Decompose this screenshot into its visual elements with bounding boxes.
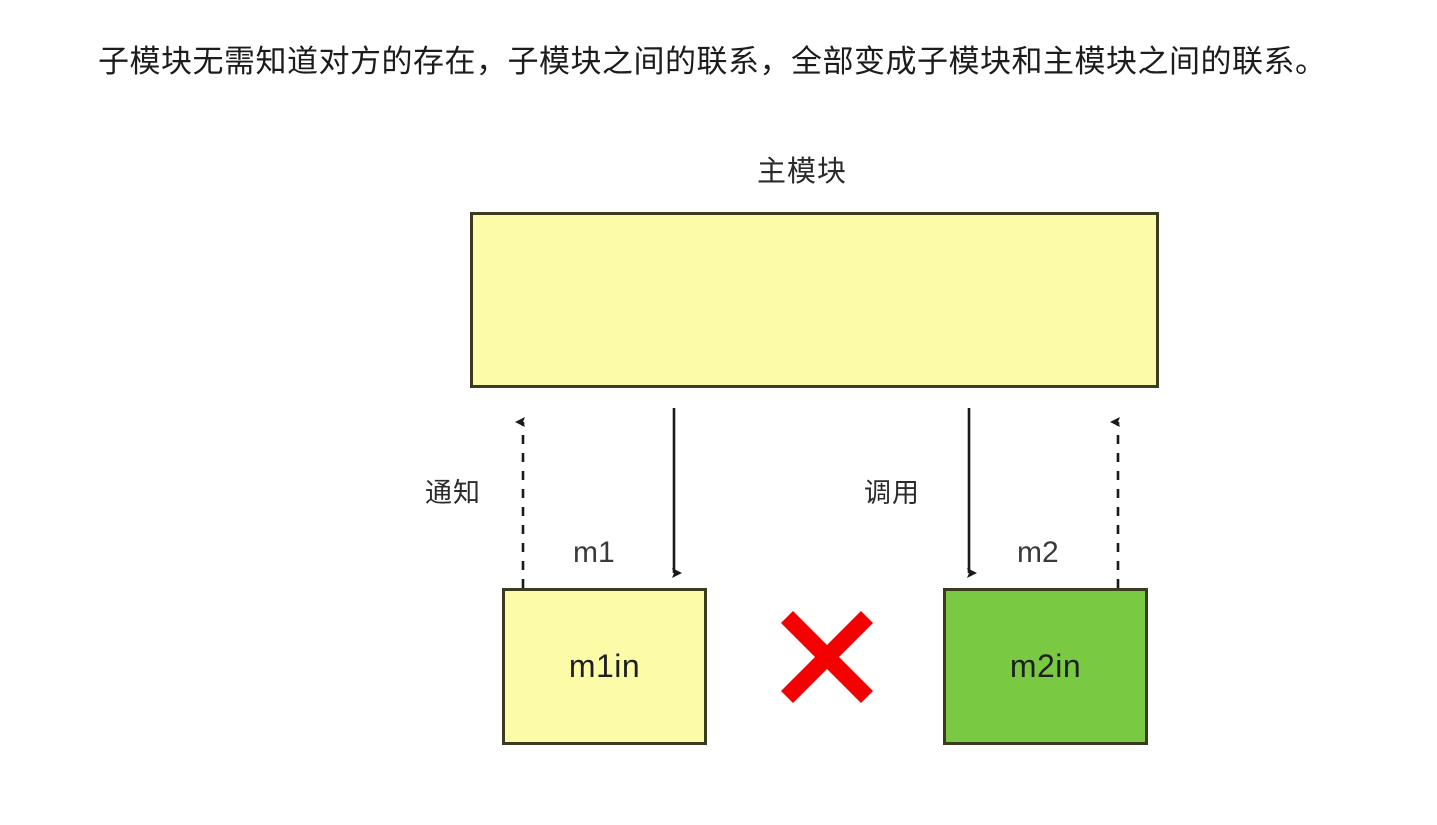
main-module-caption: 主模块 <box>757 156 848 188</box>
page-title: 子模块无需知道对方的存在，子模块之间的联系，全部变成子模块和主模块之间的联系。 <box>98 44 1327 79</box>
submodule-box-m2in: m2in <box>943 588 1148 745</box>
submodule-name-m1: m1 <box>573 536 615 569</box>
arrow-label-notify: 通知 <box>425 478 481 508</box>
main-module-box <box>470 212 1159 388</box>
submodule-box-label-m2in: m2in <box>1009 648 1082 684</box>
red-cross-icon <box>781 611 873 703</box>
submodule-name-m2: m2 <box>1017 536 1059 569</box>
submodule-box-m1in: m1in <box>502 588 707 745</box>
red-cross-shape <box>781 611 873 703</box>
submodule-box-label-m1in: m1in <box>568 648 641 684</box>
arrow-label-invoke: 调用 <box>864 478 920 508</box>
